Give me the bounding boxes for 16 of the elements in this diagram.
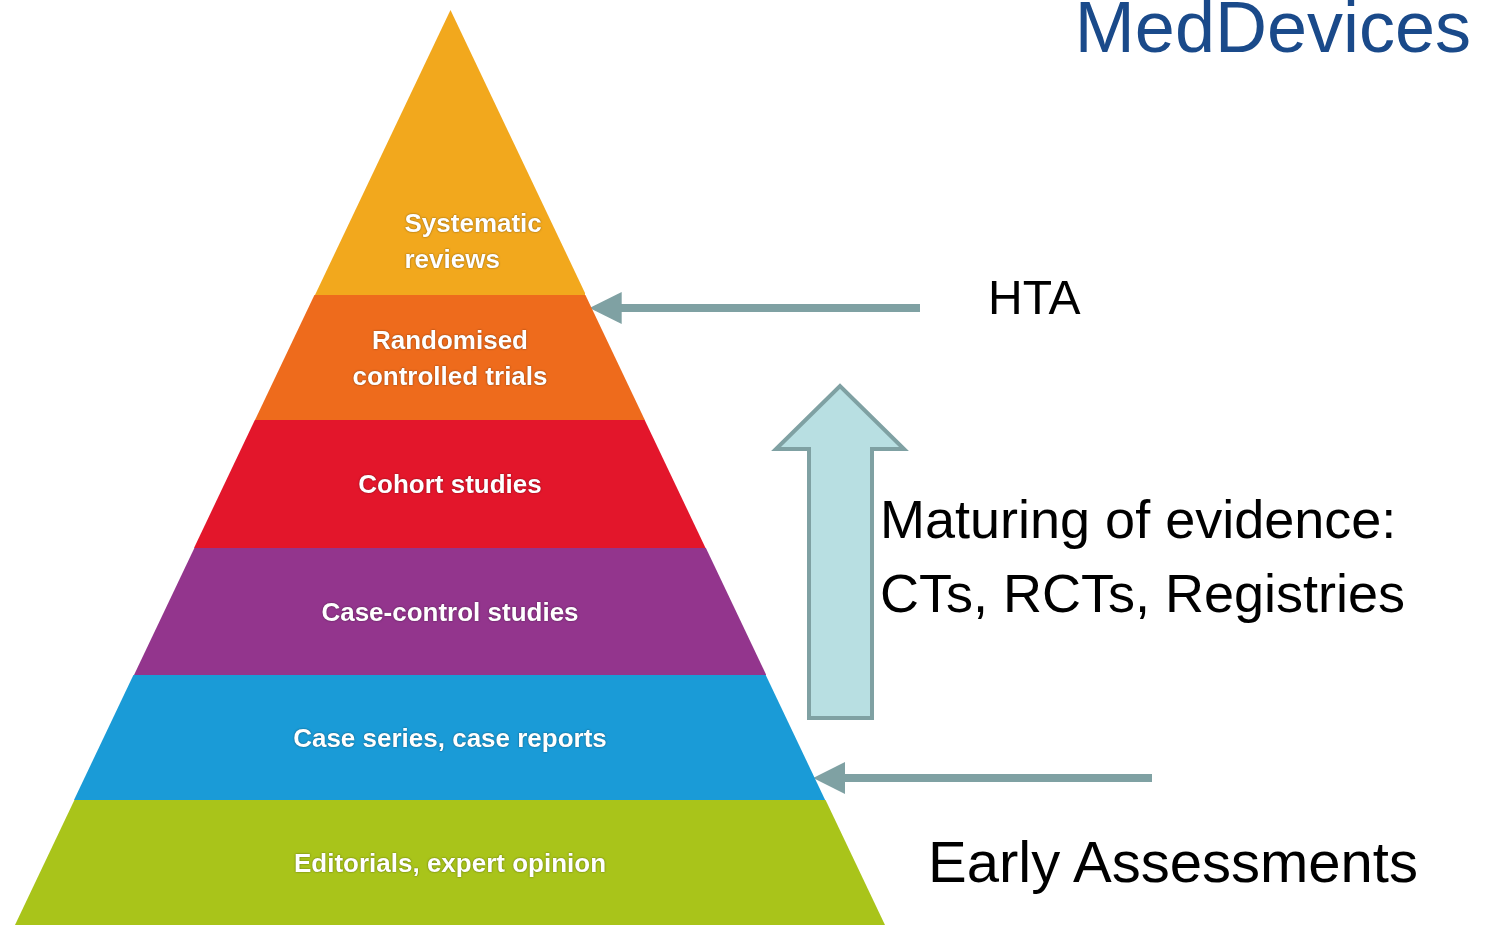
layer-label: Case series, case reports: [292, 721, 608, 755]
slide-title: MedDevices: [1074, 0, 1471, 68]
pyramid-layer: [314, 10, 586, 295]
layer-label: Case-control studies: [320, 595, 580, 629]
annotation-text: Maturing of evidence: CTs, RCTs, Registries: [880, 488, 1407, 625]
layer-label: Systematic reviews: [403, 207, 543, 276]
layer-label: Randomised controlled trials: [351, 323, 549, 393]
stage-label: Early Assessments: [928, 828, 1418, 895]
stage-label: HTA: [988, 270, 1081, 325]
pyramid-layer: [74, 675, 826, 800]
pyramid-layer: [15, 800, 885, 925]
layer-label: Editorials, expert opinion: [292, 846, 607, 880]
layer-label: Cohort studies: [357, 468, 543, 501]
pyramid-layer: [255, 295, 645, 420]
pyramid-layer: [194, 420, 706, 548]
pyramid-layer: [133, 548, 767, 675]
